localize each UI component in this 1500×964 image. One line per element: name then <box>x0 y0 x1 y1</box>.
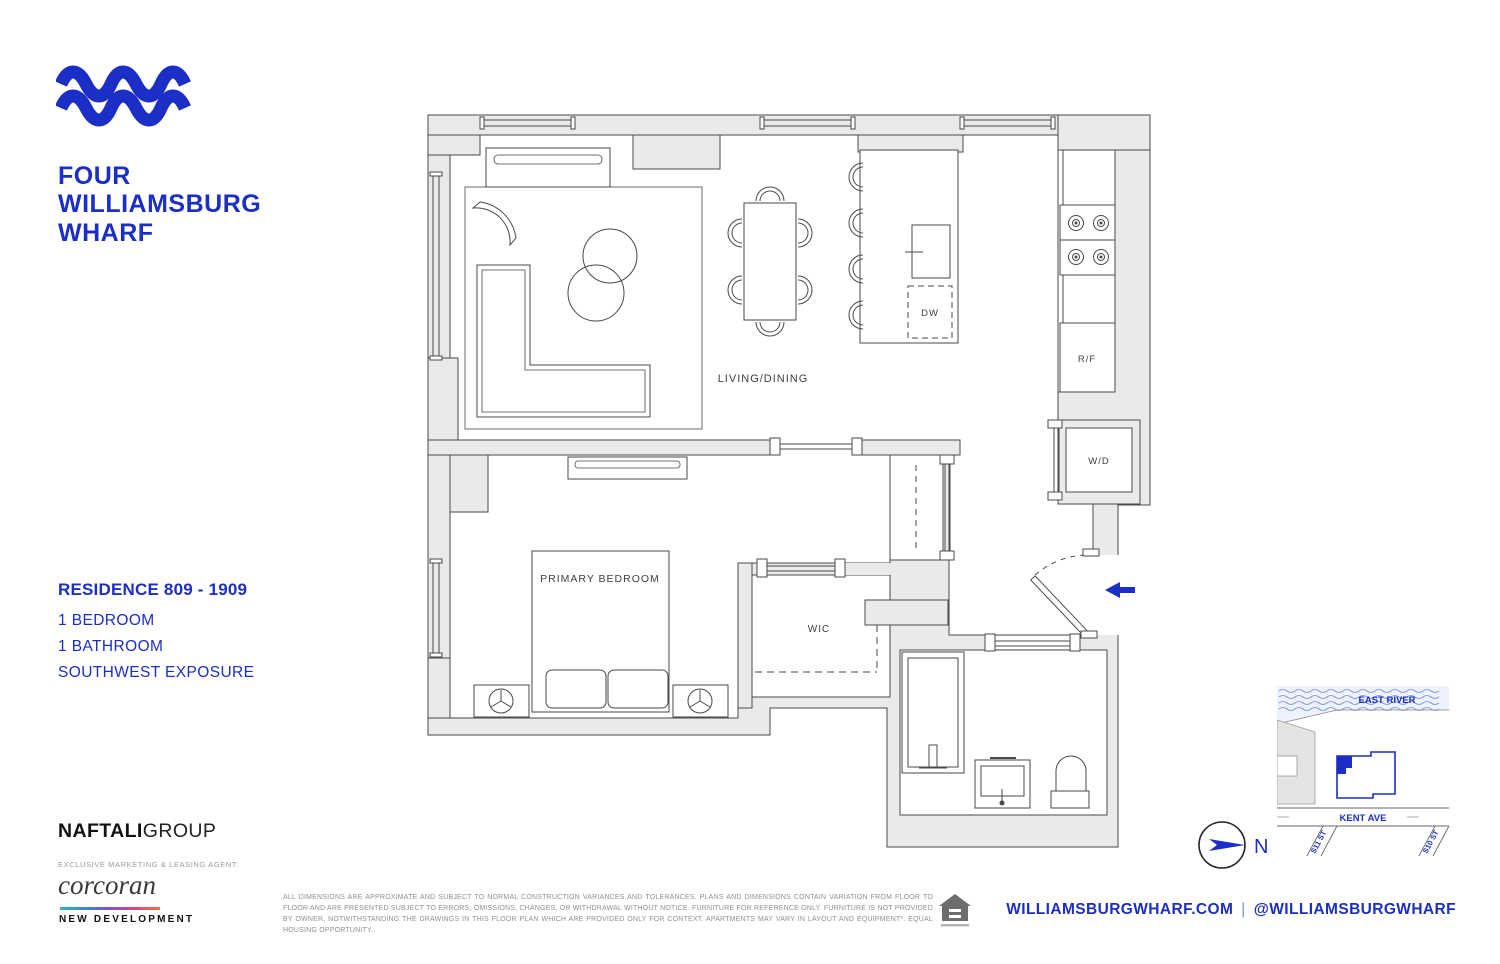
residence-feature-bedroom: 1 BEDROOM <box>58 612 155 629</box>
bathroom-sliding-door <box>984 633 1081 652</box>
shoreline <box>1277 709 1449 725</box>
s10-st-road <box>1418 825 1449 856</box>
plan-labels: LIVING/DINING PRIMARY BEDROOM WIC DW R/F… <box>540 308 1109 635</box>
wic-wall-jog <box>864 599 949 626</box>
window-top-3 <box>959 116 1056 130</box>
sofa <box>476 264 651 418</box>
wall-jogs <box>427 114 1151 719</box>
kent-ave-road <box>1277 807 1449 827</box>
dw-label: DW <box>921 308 939 319</box>
nightstand-left <box>473 684 530 718</box>
accent-chair <box>471 201 517 247</box>
rf-label: R/F <box>1078 354 1096 365</box>
window-top-2 <box>759 116 856 130</box>
toilet <box>1050 755 1090 809</box>
hall-wall <box>427 439 961 456</box>
brand-line-3: WHARF <box>58 218 154 247</box>
map-content: EAST RIVER KENT AVE S11 ST <box>1277 686 1449 856</box>
bedroom-wall-jog <box>449 454 489 513</box>
wic-area <box>751 574 891 698</box>
dishwasher <box>907 285 953 339</box>
wave-logo <box>56 65 191 127</box>
bed <box>531 550 670 713</box>
wave-logo-ribbon-top <box>56 65 191 103</box>
window-top-1 <box>479 116 576 130</box>
dining-chairs <box>727 186 813 337</box>
residence-title: RESIDENCE 809 - 1909 <box>58 580 248 599</box>
nightstand-right <box>672 684 729 718</box>
washer-dryer <box>1065 427 1133 493</box>
east-river-water <box>1277 686 1449 724</box>
developer-logo: NAFTALIGROUP <box>58 820 216 843</box>
kent-ave-label: KENT AVE <box>1340 813 1387 824</box>
footer-separator: | <box>1241 901 1246 918</box>
bedroom-dresser <box>567 456 688 480</box>
bedroom-wic-wall <box>737 562 753 709</box>
vanity-sink <box>974 757 1031 809</box>
water-waves <box>1278 689 1440 711</box>
subject-unit-marker <box>1337 756 1352 774</box>
brokerage-gradient-bar <box>60 907 160 910</box>
coffee-tables <box>567 228 638 322</box>
wave-logo-ribbon-bottom <box>56 89 191 127</box>
brand-line-2: WILLIAMSBURG <box>58 190 262 219</box>
east-river-label: EAST RIVER <box>1358 695 1415 706</box>
s10-st-label: S10 ST <box>1421 828 1441 855</box>
wd-label: W/D <box>1088 456 1109 467</box>
residence-feature-exposure: SOUTHWEST EXPOSURE <box>58 664 255 681</box>
brokerage-division: NEW DEVELOPMENT <box>59 914 195 925</box>
compass: N <box>1198 821 1268 869</box>
wic-sliding-door <box>756 558 890 578</box>
website-url: WILLIAMSBURGWHARF.COM <box>1006 901 1234 918</box>
compass-needle-icon <box>1209 839 1245 851</box>
floor-plan-drawing: LIVING/DINING PRIMARY BEDROOM WIC DW R/F… <box>427 114 1151 848</box>
bedroom-sliding-door <box>769 437 863 457</box>
closet-sliding-door <box>939 454 955 561</box>
agent-line: EXCLUSIVE MARKETING & LEASING AGENT: <box>58 860 239 869</box>
developer-name-light: GROUP <box>142 820 217 842</box>
compass-north-label: N <box>1254 836 1268 858</box>
neighbor-building <box>1277 719 1316 805</box>
footer-links: WILLIAMSBURGWHARF.COM | @WILLIAMSBURGWHARF <box>1006 901 1456 919</box>
location-map: EAST RIVER KENT AVE S11 ST <box>1277 686 1449 856</box>
fridge <box>1059 322 1116 393</box>
wic-label: WIC <box>808 624 830 635</box>
living-dining-label: LIVING/DINING <box>718 373 809 385</box>
residence-feature-bathroom: 1 BATHROOM <box>58 638 164 655</box>
brokerage-logo: corcoran <box>58 870 156 900</box>
disclaimer-text: ALL DIMENSIONS ARE APPROXIMATE AND SUBJE… <box>283 894 933 934</box>
dining-table <box>743 202 797 321</box>
island-stools <box>848 162 864 330</box>
foyer-closet <box>889 454 944 561</box>
island-sink <box>905 224 951 279</box>
window-bedroom-left <box>429 558 443 658</box>
equal-housing-icon <box>939 894 971 927</box>
residence-info: RESIDENCE 809 - 1909 1 BEDROOM 1 BATHROO… <box>58 580 254 690</box>
floor-plan: LIVING/DINING PRIMARY BEDROOM WIC DW R/F… <box>427 114 1151 848</box>
developer-name-bold: NAFTALI <box>58 820 143 842</box>
pillow-left <box>545 669 607 709</box>
s11-st-road <box>1306 825 1338 856</box>
primary-bedroom-label: PRIMARY BEDROOM <box>540 573 660 585</box>
wd-sliding-door <box>1047 419 1063 501</box>
windows-top <box>479 116 1056 130</box>
entry-arrow-icon <box>1105 582 1135 598</box>
console-table <box>485 147 611 188</box>
s11-st-label: S11 ST <box>1309 829 1329 855</box>
brand-line-1: FOUR <box>58 162 131 190</box>
shower <box>901 651 965 774</box>
cooktop <box>1059 204 1116 276</box>
windows-left <box>429 171 443 658</box>
brand-title: FOUR WILLIAMSBURG WHARF <box>58 162 261 247</box>
pillow-right <box>607 669 669 709</box>
entry-door <box>1030 548 1120 639</box>
social-handle: @WILLIAMSBURGWHARF <box>1253 901 1456 918</box>
window-living-left <box>429 171 443 361</box>
subject-building <box>1336 751 1396 799</box>
